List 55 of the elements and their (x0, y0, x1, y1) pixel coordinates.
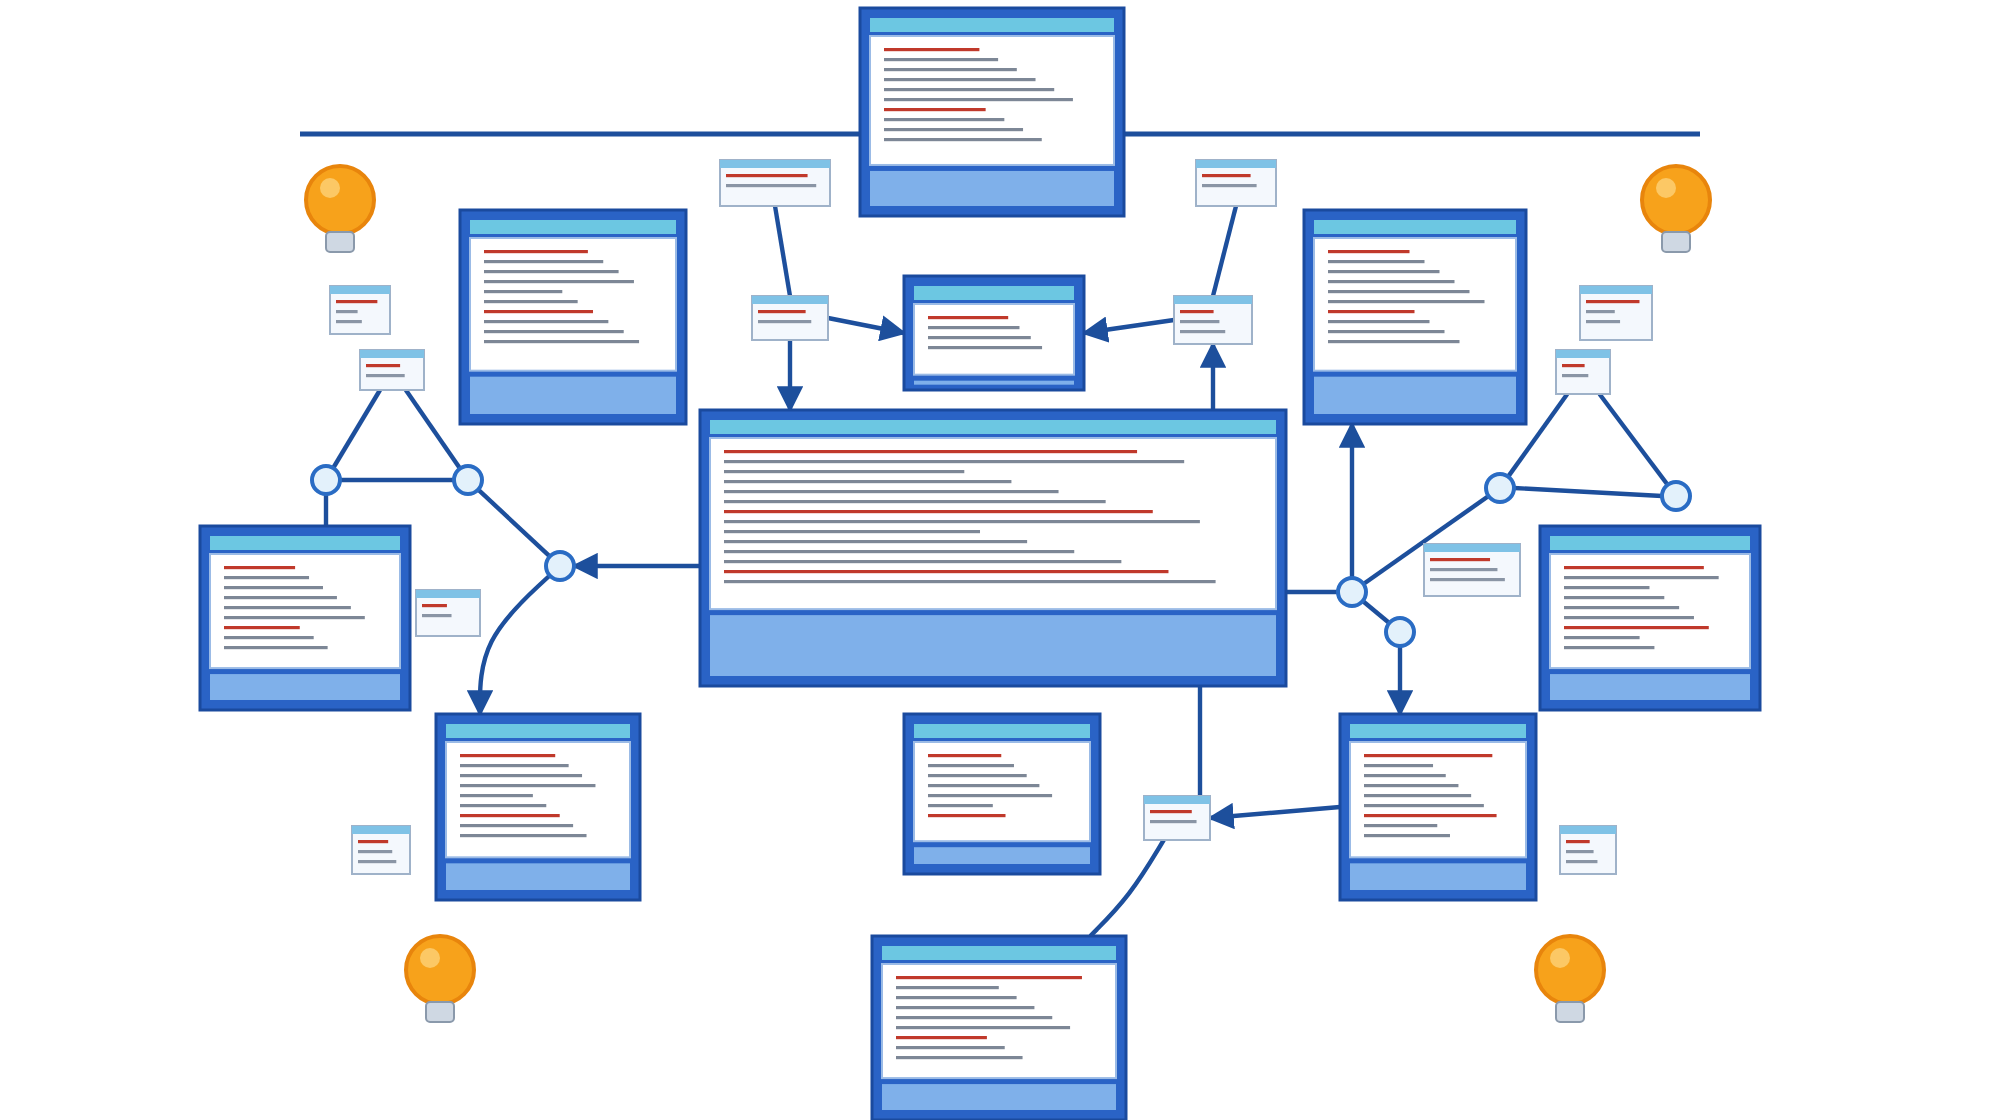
connector-line (772, 205, 793, 297)
connector-line (1197, 686, 1203, 796)
document-card (1196, 160, 1276, 206)
connector-line (404, 388, 462, 470)
arrow (776, 340, 804, 413)
connector-line (1597, 392, 1670, 487)
connector-line (476, 487, 552, 559)
connector-line (340, 477, 454, 483)
window-drawing (1304, 210, 1526, 424)
document-card (416, 590, 480, 636)
connector-line (1362, 494, 1490, 586)
connector-dot (544, 552, 576, 580)
window-drawing (200, 526, 410, 710)
document-card (1580, 286, 1652, 340)
document-card (720, 160, 830, 206)
arrow (1207, 802, 1341, 830)
document-card (1144, 796, 1210, 840)
window-drawing (904, 276, 1084, 390)
window-drawing (436, 714, 640, 900)
window-drawing (860, 8, 1124, 216)
document-card (360, 350, 424, 390)
window-drawing (460, 210, 686, 424)
document-card (752, 296, 828, 340)
arrow (1338, 421, 1366, 578)
connector-line (1361, 599, 1391, 625)
window-drawing (904, 714, 1100, 874)
connector-line (1513, 485, 1663, 499)
window-drawing (1340, 714, 1536, 900)
window-drawing (872, 936, 1126, 1120)
window-drawing (1540, 526, 1760, 710)
arrow (466, 573, 552, 717)
connector-line (323, 494, 329, 526)
arrow (1386, 646, 1414, 717)
connector-dot (1486, 474, 1514, 502)
arrow (571, 552, 700, 580)
document-card (352, 826, 410, 874)
connector-line (1506, 392, 1570, 478)
connector-dot (454, 466, 482, 494)
connector-dot (312, 466, 340, 494)
window-drawing (700, 410, 1286, 686)
document-card (1424, 544, 1520, 596)
document-card (330, 286, 390, 334)
connector-line (1286, 589, 1338, 595)
arrow (1199, 341, 1227, 410)
connector-line (331, 388, 382, 470)
arrow (827, 315, 907, 342)
document-card (1560, 826, 1616, 874)
document-card (1556, 350, 1610, 394)
arrow (1081, 316, 1175, 343)
connector-dot (1338, 578, 1366, 606)
connector-line (1210, 205, 1239, 297)
connector-dot (1662, 482, 1690, 510)
connector-line (1088, 838, 1166, 938)
connector-dot (1386, 618, 1414, 646)
document-card (1174, 296, 1252, 344)
